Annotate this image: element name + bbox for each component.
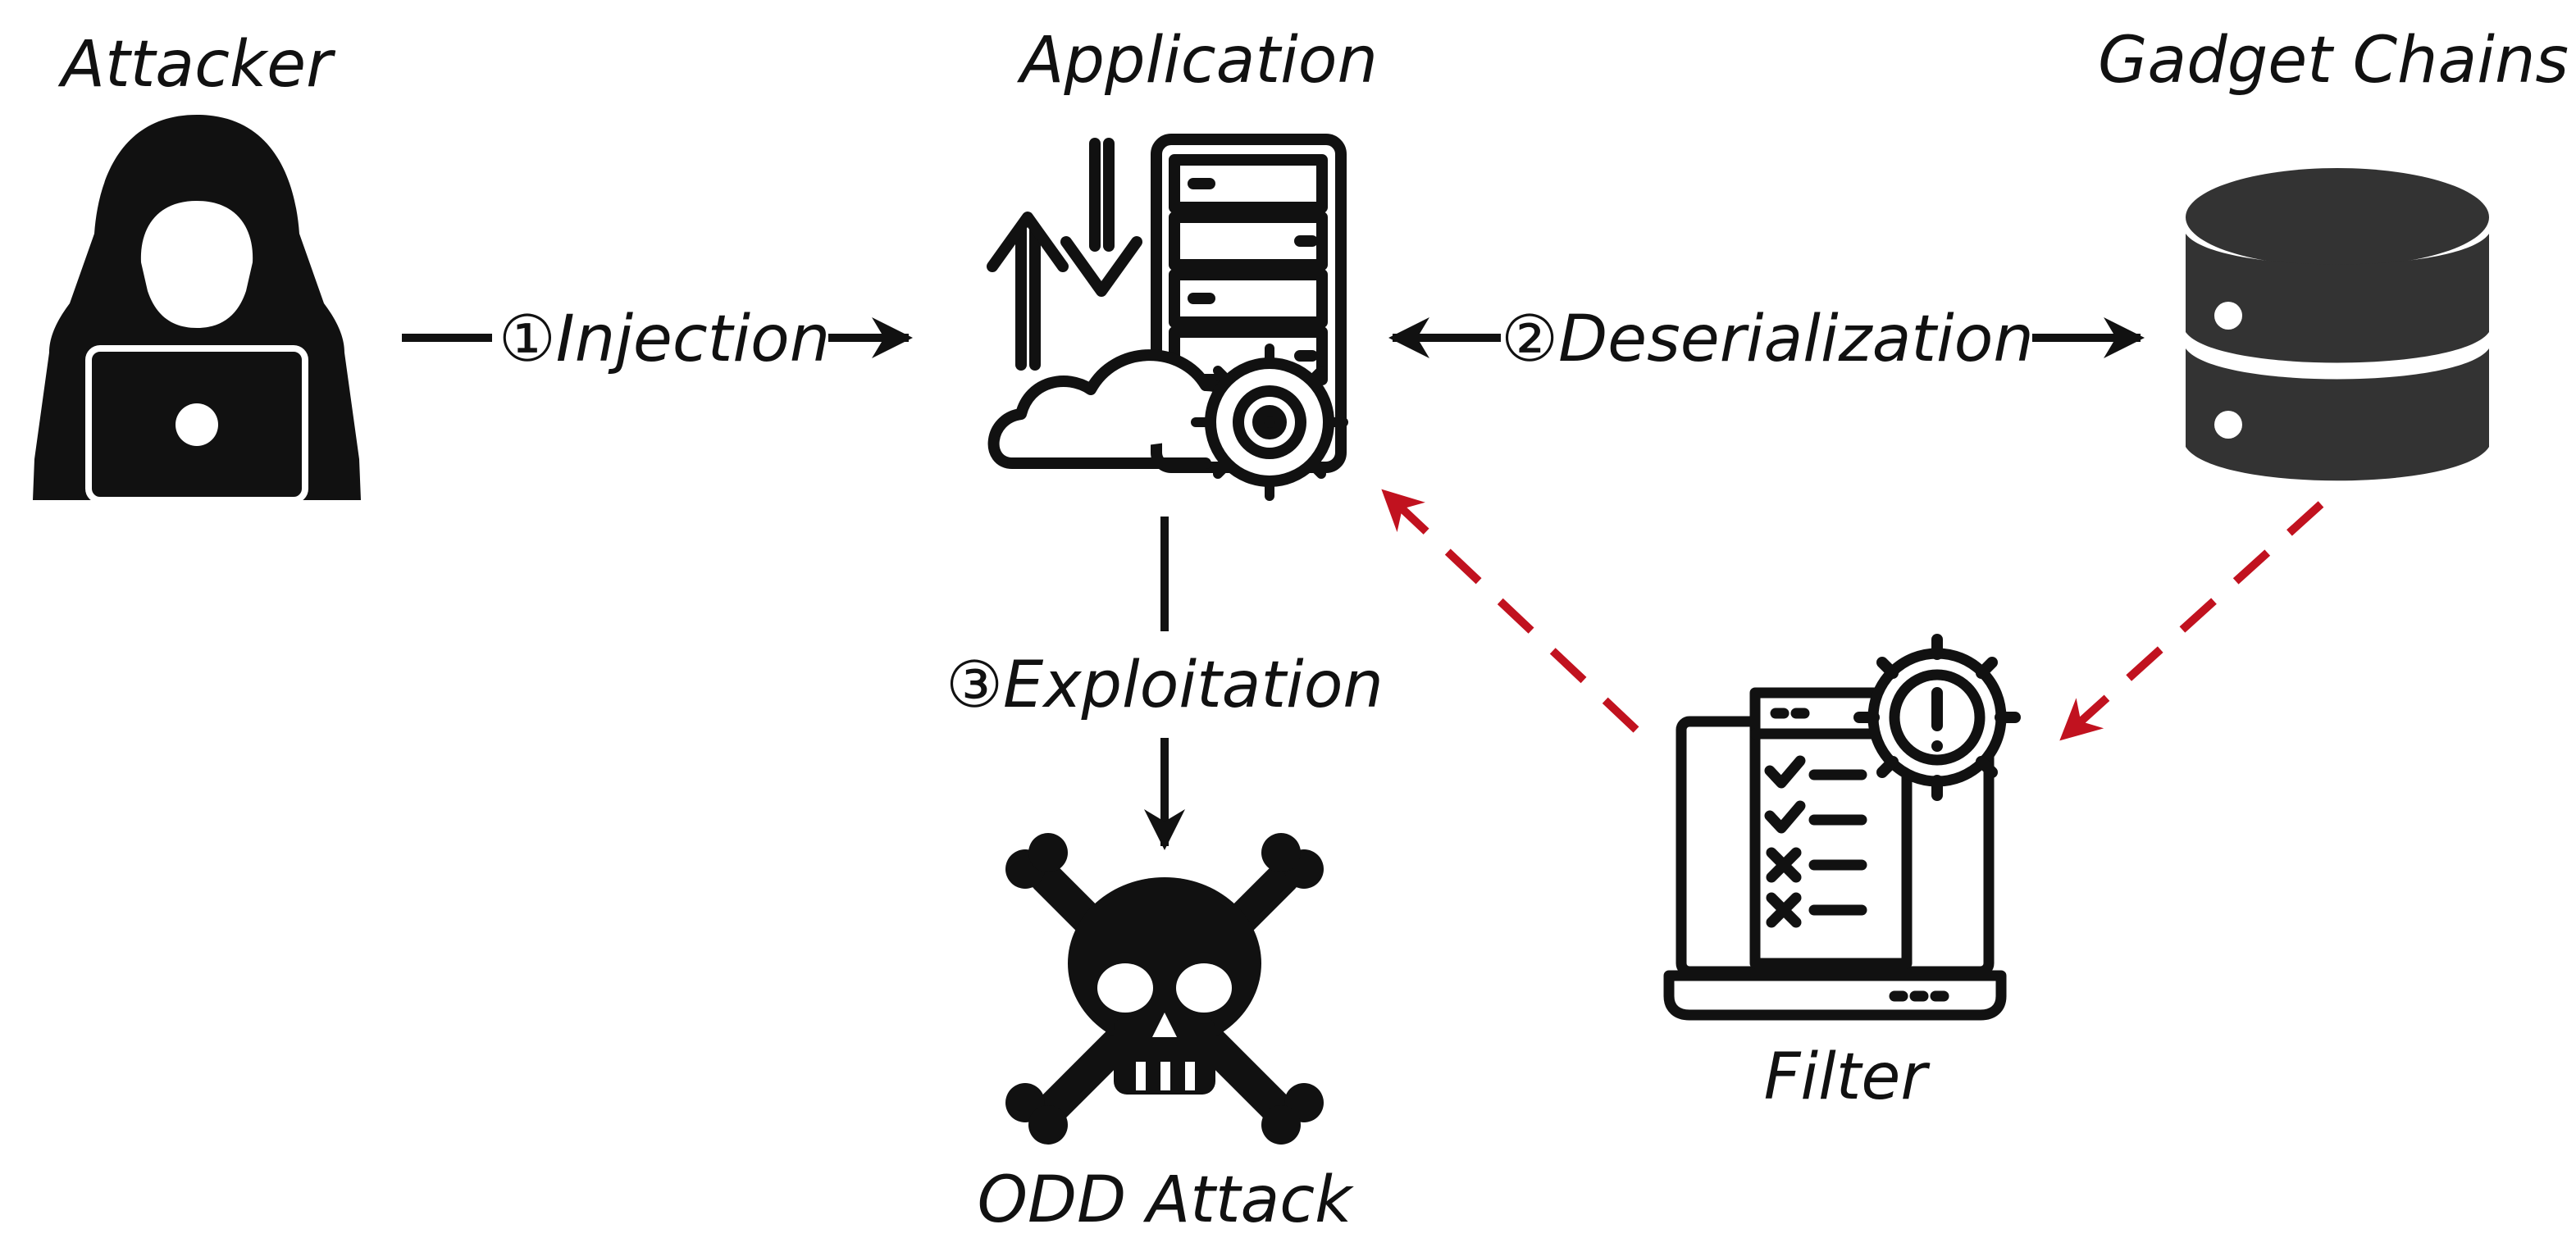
gadget-to-filter-dashed-arrow bbox=[2059, 501, 2324, 741]
attacker-label: Attacker bbox=[57, 28, 336, 102]
gadget-chains-label: Gadget Chains bbox=[2098, 24, 2569, 98]
server-cloud-gear-icon bbox=[987, 134, 1348, 501]
laptop-checklist-alert-icon bbox=[1663, 634, 2021, 1021]
hooded-hacker-laptop-icon bbox=[33, 115, 361, 503]
filter-to-application-dashed-arrow bbox=[1381, 489, 1639, 733]
filter-label: Filter bbox=[1764, 1040, 1931, 1114]
database-icon bbox=[2186, 168, 2489, 481]
deserialization-edge: ②Deserialization bbox=[1388, 303, 2145, 376]
skull-crossbones-icon bbox=[1005, 833, 1324, 1145]
exploitation-label: ③Exploitation bbox=[946, 649, 1384, 722]
injection-label: ①Injection bbox=[499, 303, 830, 376]
deserialization-label: ②Deserialization bbox=[1501, 303, 2034, 376]
odd-attack-label: ODD Attack bbox=[978, 1163, 1355, 1237]
application-label: Application bbox=[1016, 24, 1378, 98]
injection-edge: ①Injection bbox=[402, 303, 913, 376]
exploitation-edge: ③Exploitation bbox=[946, 517, 1384, 850]
